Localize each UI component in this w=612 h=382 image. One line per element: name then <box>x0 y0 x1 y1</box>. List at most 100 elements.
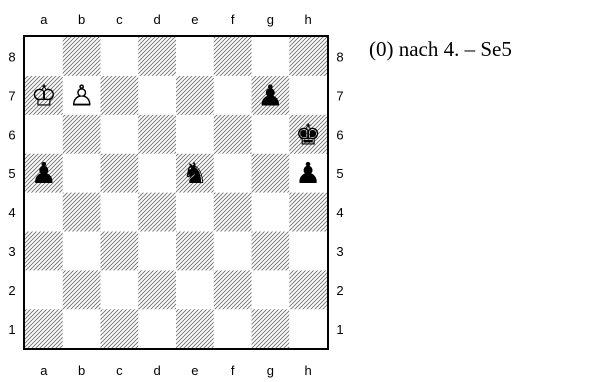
square-h3 <box>289 231 328 271</box>
square-c4 <box>100 192 139 232</box>
square-h1 <box>289 309 328 349</box>
square-b4 <box>62 192 101 232</box>
square-f1 <box>213 309 252 349</box>
file-label-bottom-f: f <box>231 363 235 378</box>
rank-label-right-1: 1 <box>336 322 343 337</box>
square-c2 <box>100 270 139 310</box>
square-b8 <box>62 37 101 77</box>
file-label-bottom-d: d <box>154 363 161 378</box>
file-label-top-h: h <box>305 12 312 27</box>
rank-label-right-6: 6 <box>336 127 343 142</box>
square-b1 <box>62 309 101 349</box>
file-label-bottom-g: g <box>267 363 274 378</box>
square-c5 <box>100 153 139 193</box>
square-b6 <box>62 114 101 154</box>
square-d6 <box>138 114 177 154</box>
square-e8 <box>176 37 215 77</box>
square-d1 <box>138 309 177 349</box>
rank-label-right-2: 2 <box>336 283 343 298</box>
square-f5 <box>213 153 252 193</box>
square-h7 <box>289 75 328 116</box>
rank-label-left-6: 6 <box>8 127 15 142</box>
black-pawn-icon: ♟ <box>295 156 321 190</box>
square-c1 <box>100 309 139 349</box>
rank-label-right-4: 4 <box>336 205 343 220</box>
black-pawn-icon: ♟ <box>31 156 57 190</box>
square-b2 <box>62 270 101 310</box>
square-d4 <box>138 192 177 232</box>
square-d5 <box>138 153 177 193</box>
square-c8 <box>100 37 139 77</box>
file-label-top-a: a <box>40 12 48 27</box>
rank-label-right-5: 5 <box>336 166 343 181</box>
file-label-bottom-a: a <box>40 363 48 378</box>
rank-label-left-3: 3 <box>8 244 15 259</box>
board-pieces: ♔♙♟♚♟♞♟ <box>31 78 321 190</box>
square-g2 <box>251 270 290 310</box>
square-d3 <box>138 231 177 271</box>
file-label-top-e: e <box>191 12 198 27</box>
square-h6 <box>289 114 328 154</box>
square-g7 <box>251 75 290 116</box>
square-g8 <box>251 37 290 77</box>
square-a3 <box>25 231 64 271</box>
square-e7 <box>176 75 215 116</box>
rank-label-left-2: 2 <box>8 283 15 298</box>
square-g4 <box>251 192 290 232</box>
square-a4 <box>25 192 64 232</box>
square-g1 <box>251 309 290 349</box>
file-label-top-d: d <box>154 12 161 27</box>
square-b3 <box>62 231 101 271</box>
square-a7 <box>25 75 64 116</box>
square-e5 <box>176 153 215 193</box>
square-e2 <box>176 270 215 310</box>
square-d2 <box>138 270 177 310</box>
file-label-top-c: c <box>116 12 123 27</box>
position-caption: (0) nach 4. – Se5 <box>369 37 512 61</box>
rank-label-right-7: 7 <box>336 88 343 103</box>
rank-label-right-8: 8 <box>336 49 343 64</box>
file-label-top-f: f <box>231 12 235 27</box>
rank-label-left-4: 4 <box>8 205 15 220</box>
square-f2 <box>213 270 252 310</box>
square-f3 <box>213 231 252 271</box>
white-pawn-icon: ♙ <box>69 78 95 112</box>
board-squares <box>25 37 328 349</box>
rank-label-left-7: 7 <box>8 88 15 103</box>
square-a2 <box>25 270 64 310</box>
square-h2 <box>289 270 328 310</box>
square-e1 <box>176 309 215 349</box>
square-c7 <box>100 75 139 116</box>
rank-label-left-8: 8 <box>8 49 15 64</box>
black-knight-icon: ♞ <box>182 156 208 190</box>
square-a6 <box>25 114 64 154</box>
square-c6 <box>100 114 139 154</box>
square-d7 <box>138 75 177 116</box>
rank-label-left-5: 5 <box>8 166 15 181</box>
file-label-top-b: b <box>78 12 85 27</box>
square-a5 <box>25 153 64 193</box>
white-king-icon: ♔ <box>31 78 57 112</box>
square-d8 <box>138 37 177 77</box>
square-f4 <box>213 192 252 232</box>
square-a8 <box>25 37 64 77</box>
file-label-bottom-b: b <box>78 363 85 378</box>
square-b5 <box>62 153 101 193</box>
square-g6 <box>251 114 290 154</box>
file-label-top-g: g <box>267 12 274 27</box>
square-h4 <box>289 192 328 232</box>
file-label-bottom-e: e <box>191 363 198 378</box>
square-g5 <box>251 153 290 193</box>
square-b7 <box>62 75 101 116</box>
square-f6 <box>213 114 252 154</box>
square-h5 <box>289 153 328 193</box>
square-f8 <box>213 37 252 77</box>
file-label-bottom-h: h <box>305 363 312 378</box>
square-f7 <box>213 75 252 116</box>
black-pawn-icon: ♟ <box>257 78 283 112</box>
square-e6 <box>176 114 215 154</box>
board-border <box>23 35 329 350</box>
square-h8 <box>289 37 328 77</box>
